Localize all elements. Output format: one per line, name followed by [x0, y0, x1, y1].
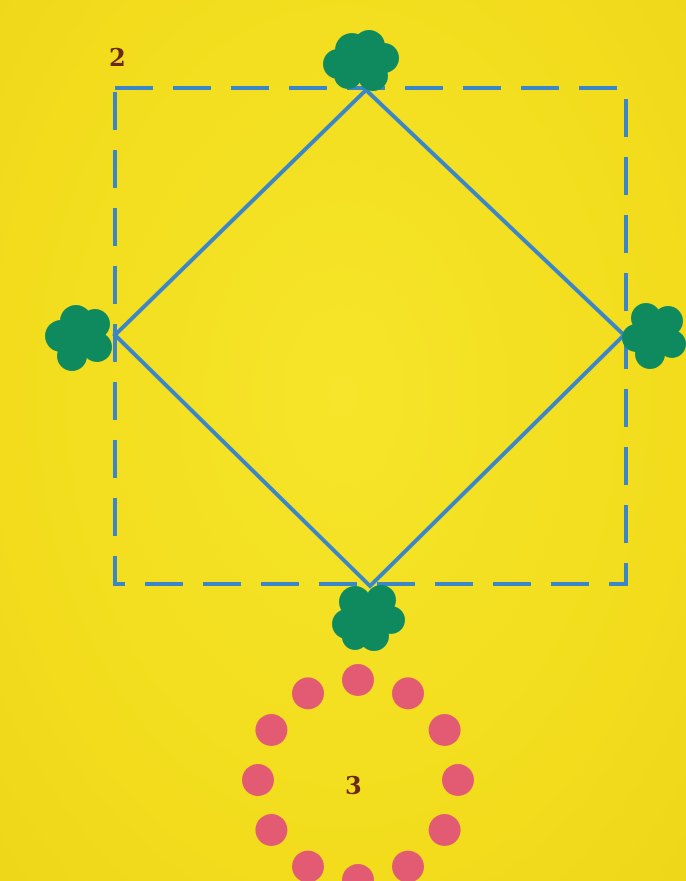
ring-dot [292, 677, 324, 709]
ring-dot [392, 851, 424, 881]
figure-label-2: 2 [109, 43, 126, 72]
dashed-square [115, 88, 626, 584]
tree-icon-bottom [332, 585, 405, 651]
ring-dot [255, 714, 287, 746]
tree-icon-left [45, 305, 112, 371]
ring-dot [429, 814, 461, 846]
figure-label-3: 3 [345, 771, 362, 800]
ring-dot [342, 664, 374, 696]
tree-icon-top [323, 30, 399, 91]
ring-dot [242, 764, 274, 796]
ring-dot [255, 814, 287, 846]
ring-dot [342, 864, 374, 881]
tree-icon-right [622, 303, 686, 369]
ring-dot [392, 677, 424, 709]
diamond [115, 90, 624, 586]
ring-dot [292, 851, 324, 881]
ring-dot [429, 714, 461, 746]
ring-dot [442, 764, 474, 796]
